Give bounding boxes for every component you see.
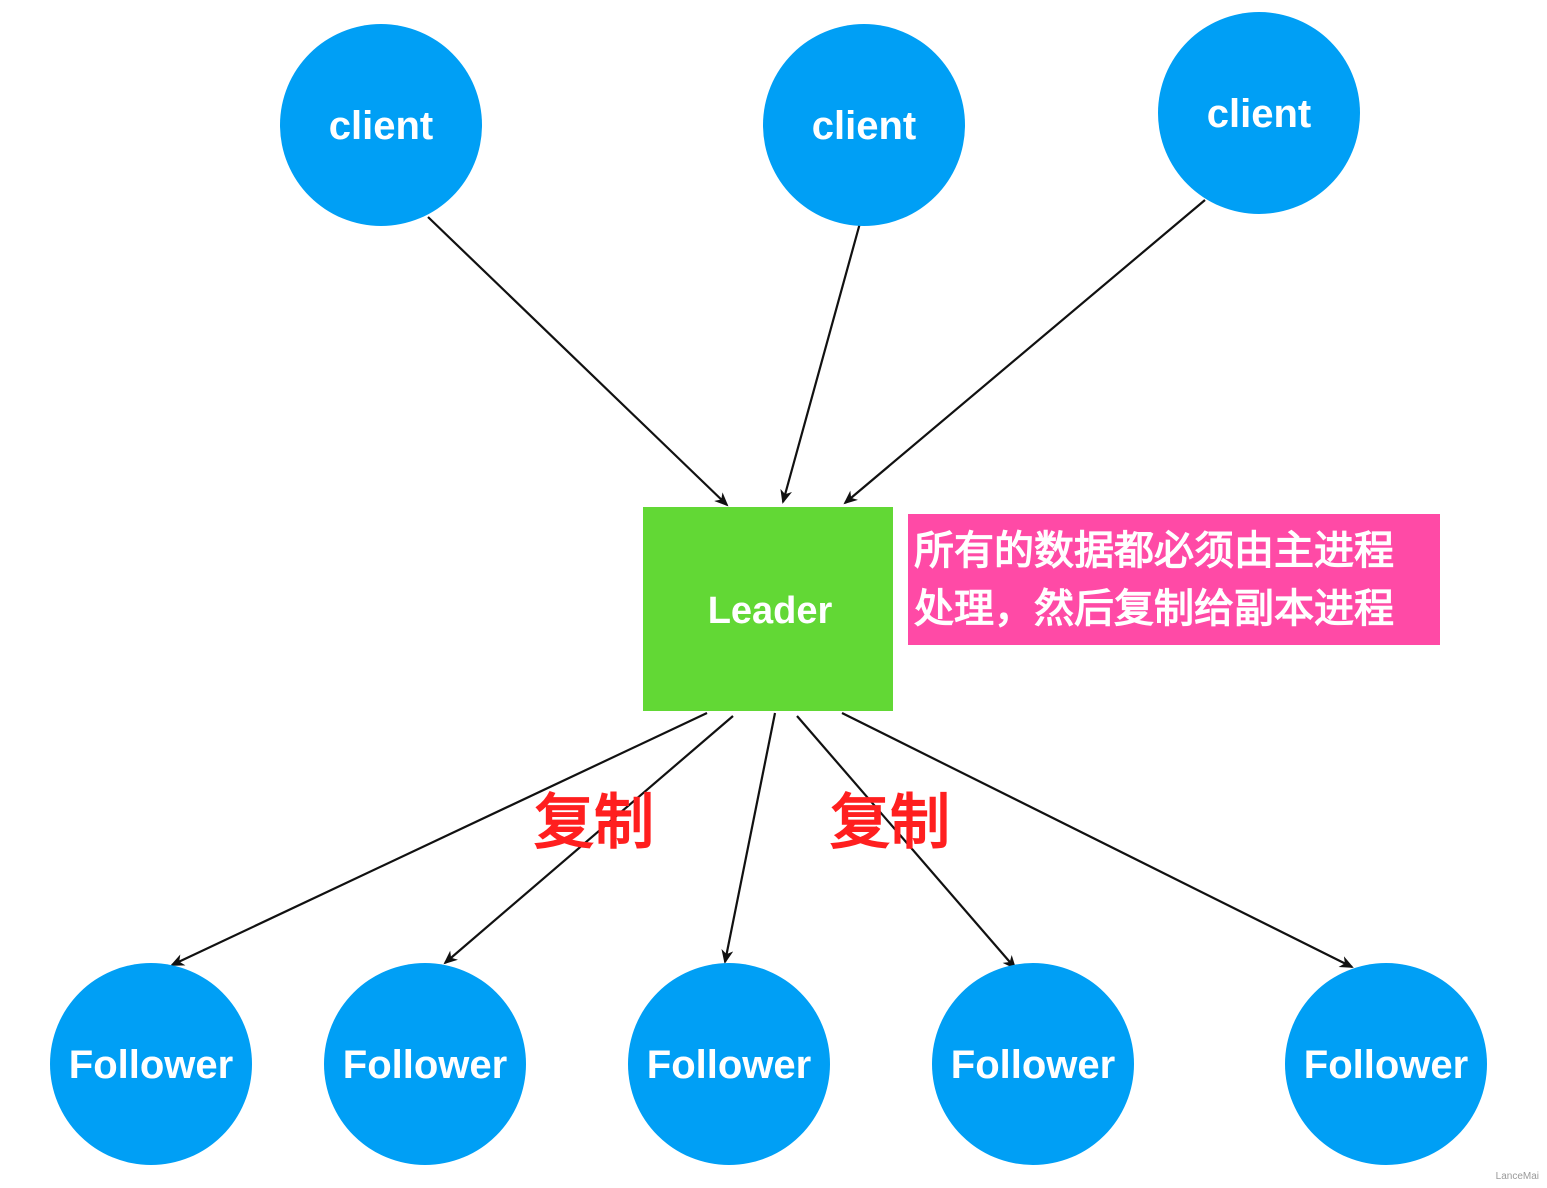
follower-node: Follower [1285, 963, 1487, 1165]
client-node: client [763, 24, 965, 226]
follower-label: Follower [951, 1043, 1115, 1087]
follower-node: Follower [628, 963, 830, 1165]
client-node: client [280, 24, 482, 226]
edge-client-1-to-leader [427, 216, 729, 507]
follower-circle [628, 963, 830, 1165]
note-line-1: 所有的数据都必须由主进程 [914, 528, 1394, 574]
edge-client-2-to-leader [780, 222, 862, 504]
note-line-2: 处理，然后复制给副本进程 [914, 586, 1394, 632]
follower-circle [1285, 963, 1487, 1165]
leader-box [643, 507, 893, 711]
client-label: client [329, 104, 433, 148]
follower-node: Follower [50, 963, 252, 1165]
client-circle [280, 24, 482, 226]
follower-circle [932, 963, 1134, 1165]
edge-leader-to-follower-3 [721, 712, 777, 964]
leader-annotation-note: 所有的数据都必须由主进程 处理，然后复制给副本进程 [908, 514, 1440, 645]
client-label: client [812, 104, 916, 148]
leader-node: Leader [643, 507, 893, 711]
client-circle [1158, 12, 1360, 214]
edge-leader-to-follower-4 [796, 715, 1017, 970]
follower-edges [170, 712, 1354, 970]
client-edges [427, 199, 1206, 507]
leader-label: Leader [708, 590, 833, 632]
follower-label: Follower [343, 1043, 507, 1087]
follower-label: Follower [69, 1043, 233, 1087]
replicate-label-right: 复制 [830, 788, 950, 858]
edge-leader-to-follower-1 [170, 712, 708, 966]
follower-circle [324, 963, 526, 1165]
edge-leader-to-follower-5 [841, 712, 1354, 968]
follower-circle [50, 963, 252, 1165]
watermark: LanceMai [1495, 1171, 1539, 1182]
follower-node: Follower [932, 963, 1134, 1165]
client-circle [763, 24, 965, 226]
follower-label: Follower [647, 1043, 811, 1087]
follower-label: Follower [1304, 1043, 1468, 1087]
edge-client-3-to-leader [843, 199, 1206, 505]
client-node: client [1158, 12, 1360, 214]
replicate-label-left: 复制 [534, 788, 654, 858]
follower-node: Follower [324, 963, 526, 1165]
edge-leader-to-follower-2 [443, 715, 734, 965]
client-label: client [1207, 92, 1311, 136]
